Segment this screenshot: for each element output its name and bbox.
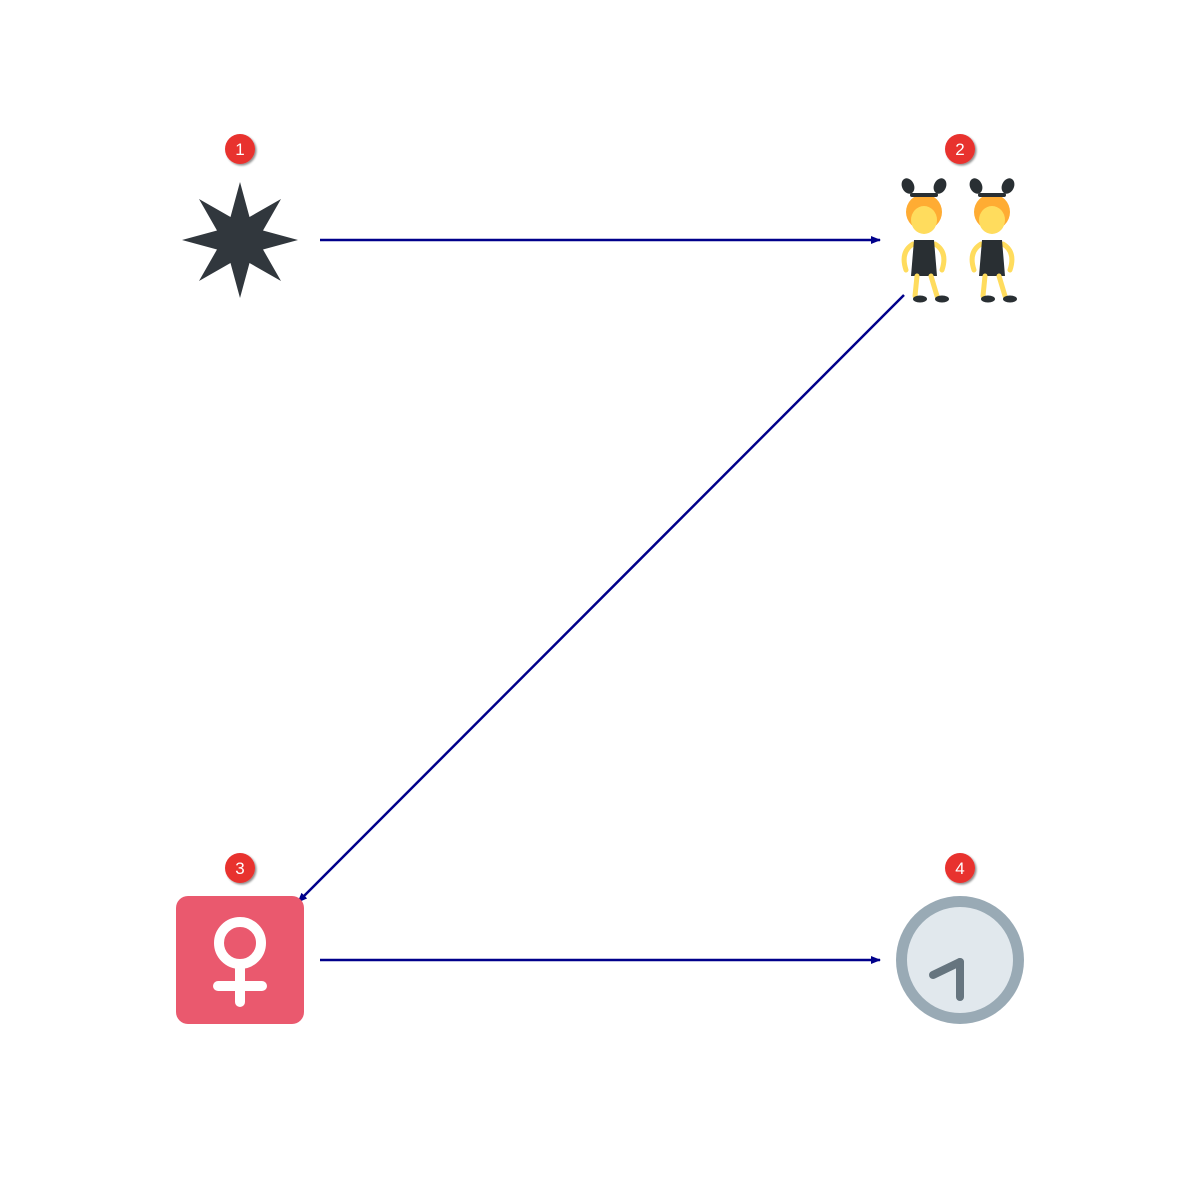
node-badge-label: 4 bbox=[955, 859, 964, 878]
edge-2-to-3 bbox=[297, 294, 905, 903]
edges bbox=[297, 236, 905, 964]
node-badge bbox=[945, 853, 975, 883]
node-badge-label: 2 bbox=[955, 140, 964, 159]
node-3[interactable]: 3 bbox=[176, 853, 304, 1024]
female-sign-icon bbox=[176, 896, 304, 1024]
node-badge bbox=[225, 853, 255, 883]
node-2[interactable]: 2 bbox=[899, 134, 1017, 303]
node-4[interactable]: 4 bbox=[896, 853, 1024, 1024]
node-badge-label: 3 bbox=[235, 859, 244, 878]
women-with-bunny-ears-icon bbox=[901, 178, 1017, 303]
clock-seven-thirty-icon bbox=[896, 896, 1024, 1024]
node-badge bbox=[945, 134, 975, 164]
node-1[interactable]: 1 bbox=[182, 134, 298, 298]
eight-pointed-black-star-icon bbox=[182, 182, 298, 298]
node-badge bbox=[225, 134, 255, 164]
node-badge-label: 1 bbox=[235, 140, 244, 159]
